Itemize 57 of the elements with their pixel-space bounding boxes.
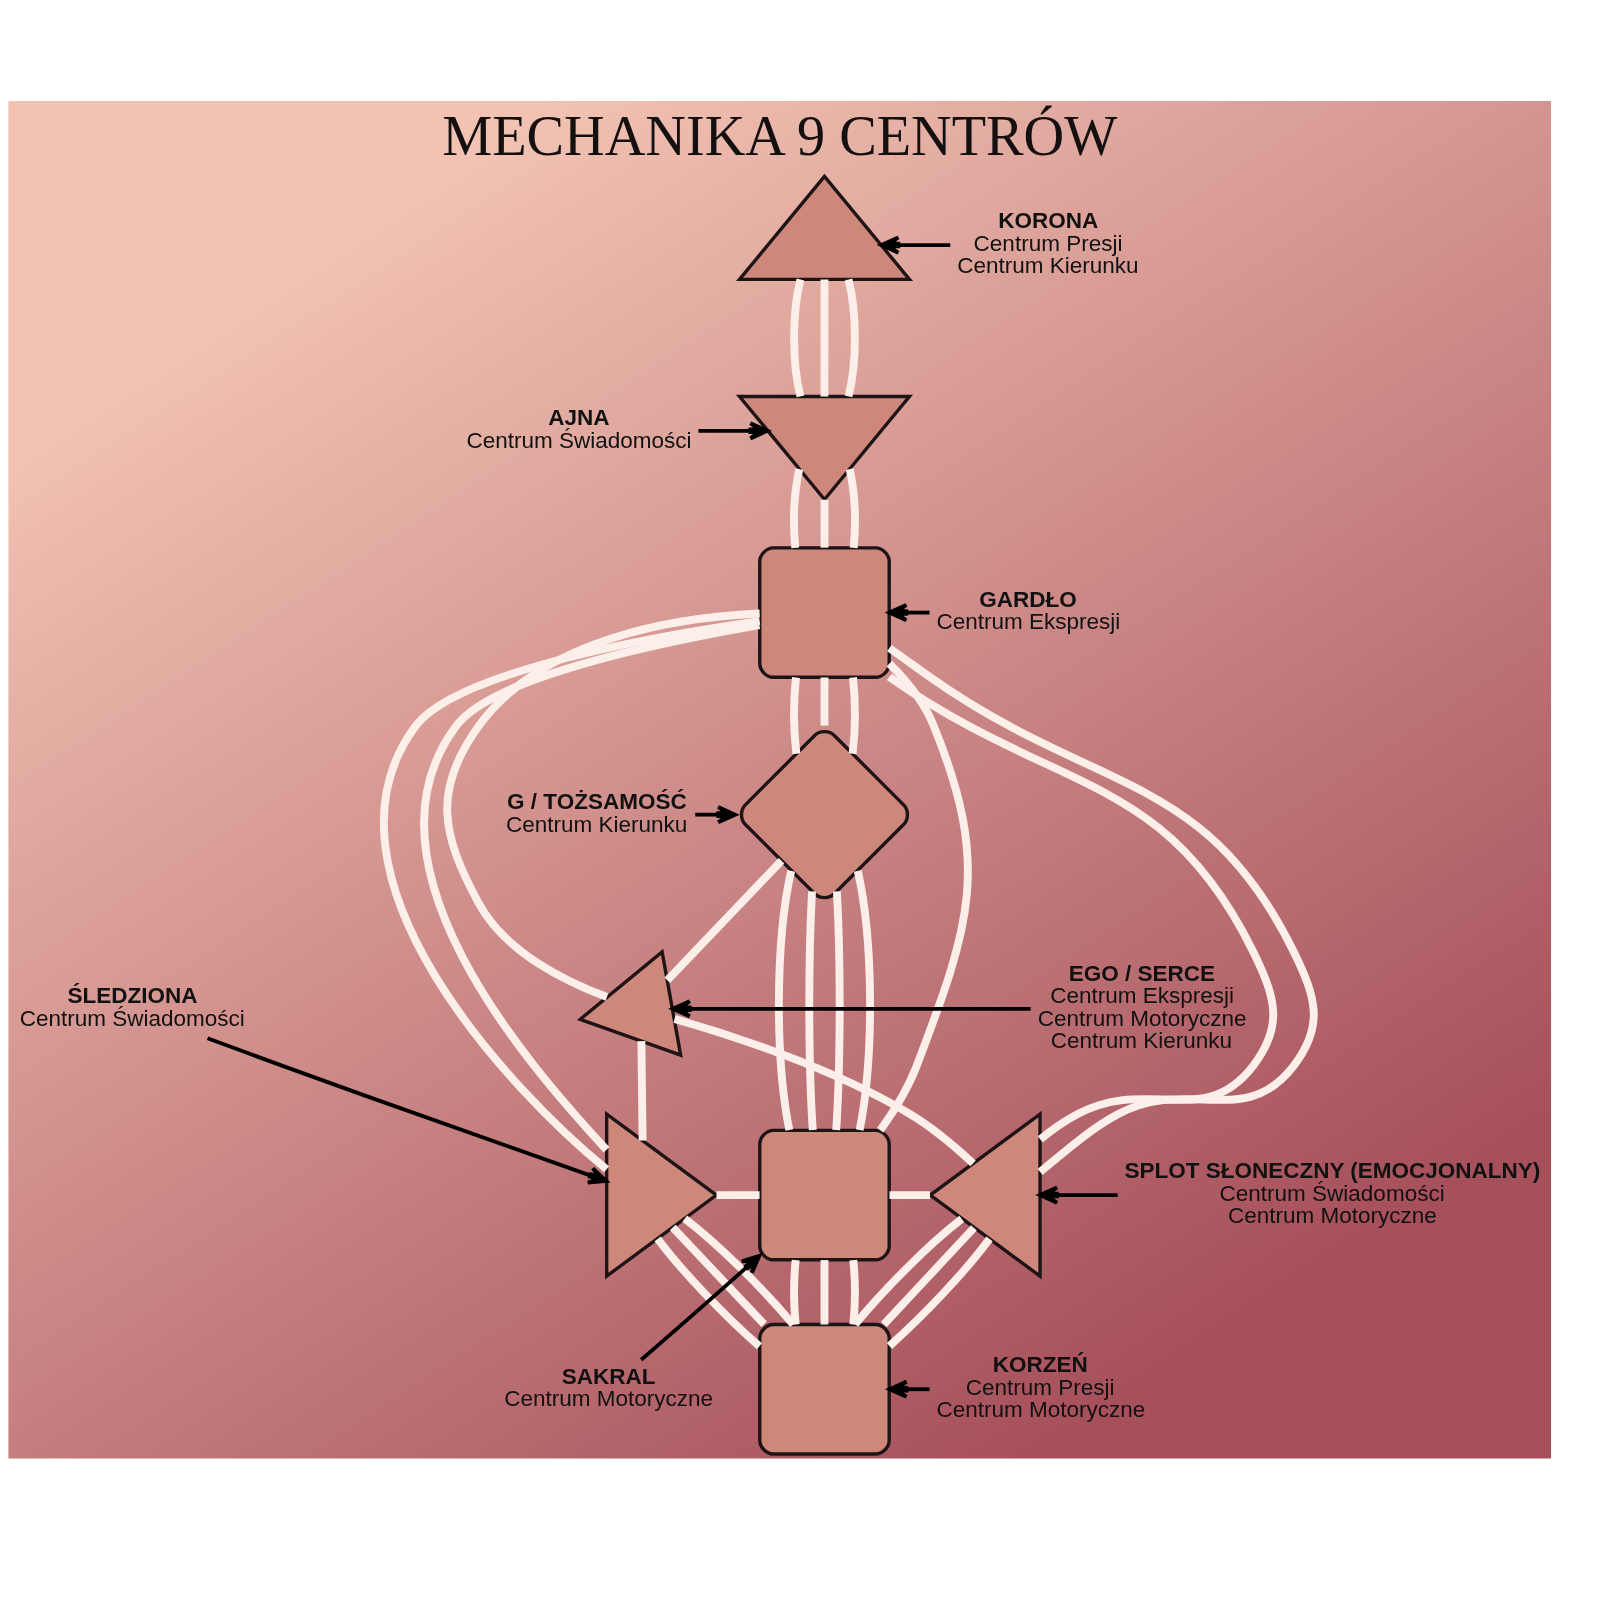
node-box [758,1128,891,1262]
node-triangle [605,1110,720,1280]
connector [849,1259,859,1325]
connector [669,1224,768,1327]
node-text: KORONA Centrum Presji Centrum Kierunku [957,208,1139,279]
connector [832,891,844,1131]
node-text: G / TOŻSAMOŚĆ Centrum Kierunku [505,789,688,837]
connector [852,1215,965,1327]
node-text: SAKRAL Centrum Motoryczne [504,1363,714,1412]
node-triangle [735,173,914,282]
connector [853,870,874,1131]
connector [820,1260,829,1325]
node-box [758,1322,891,1456]
arrow [1038,1185,1118,1205]
arrow [695,805,738,825]
connector [820,279,829,397]
diagram-title: MECHANIKA 9 CENTRÓW [442,105,1118,168]
connector [716,1191,760,1200]
connector [820,499,829,548]
node-text: EGO / SERCE Centrum Ekspresji Centrum Motoryczne Centrum Kierunku [1037,960,1247,1054]
connector [887,644,1318,1175]
node-text: GARDŁO Centrum Ekspresji [936,586,1121,635]
connector [637,1041,647,1141]
node-triangle [927,1110,1042,1280]
connector [673,1015,976,1167]
connector [790,677,801,755]
connector [805,891,817,1131]
connector [877,660,972,1133]
connector [845,468,859,549]
arrow [887,603,930,623]
node-text: ŚLEDZIONA Centrum Świadomości [19,983,245,1031]
node-text: KORZEŃ Centrum Presji Centrum Motoryczne [936,1352,1146,1423]
arrow [698,421,770,441]
arrow [670,999,1031,1019]
connector [885,673,1278,1143]
connector [775,870,796,1131]
node-box [758,546,891,679]
connector [664,858,785,983]
connector [790,1259,800,1325]
node-text: SPLOT SŁONECZNY (EMOCJONALNY) Centrum Świadomości Centrum Motoryczne [1124,1158,1541,1229]
arrow [887,1379,930,1399]
connector [880,1225,977,1328]
connector [790,278,805,398]
connector [844,278,859,398]
connector [886,1236,993,1349]
node-triangle [735,394,914,503]
arrow [879,235,951,255]
connector [654,1236,763,1350]
connector [790,468,804,549]
node-triangle [576,948,683,1058]
arrow [206,1036,609,1185]
arrow [639,1253,762,1362]
connector [889,1191,930,1200]
node-diamond [739,730,910,900]
connector [443,609,760,1001]
connector [848,677,859,755]
node-text: AJNA Centrum Świadomości [466,405,692,453]
